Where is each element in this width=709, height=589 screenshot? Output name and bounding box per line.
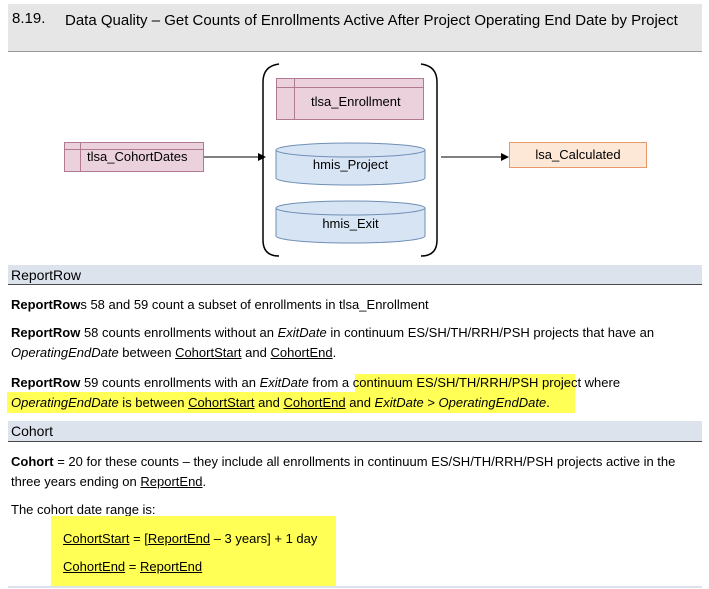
calculated-label: lsa_Calculated: [535, 147, 621, 162]
cohort-end-formula: CohortEnd = ReportEnd: [63, 559, 203, 574]
cohort-paragraph-1: Cohort = 20 for these counts – they incl…: [11, 454, 676, 489]
reportrow-heading: ReportRow: [8, 265, 702, 285]
input-arrow: [204, 153, 266, 161]
data-flow-diagram: tlsa_CohortDates tlsa_Enrollment hmis_Pr…: [0, 56, 709, 262]
reportrow-paragraph-2: ReportRow 58 counts enrollments without …: [11, 325, 655, 360]
cohort-start-formula: CohortStart = [ReportEnd – 3 years] + 1 …: [63, 531, 318, 546]
section-title: Data Quality – Get Counts of Enrollments…: [65, 12, 678, 29]
cohort-paragraph-2: The cohort date range is:: [11, 502, 156, 517]
cohort-dates-label: tlsa_CohortDates: [87, 149, 188, 164]
cohort-heading: Cohort: [8, 421, 702, 442]
highlight-cohort-range: [51, 516, 336, 588]
project-label: hmis_Project: [312, 157, 389, 172]
input-group-bracket: [262, 63, 438, 257]
calculated-table: lsa_Calculated: [509, 142, 647, 168]
exit-cylinder: [275, 200, 426, 244]
output-arrow: [441, 153, 509, 161]
section-number: 8.19.: [12, 10, 46, 27]
highlight-reportrow-59-top: [355, 374, 575, 394]
enrollment-label: tlsa_Enrollment: [311, 94, 401, 109]
reportrow-paragraph-1: ReportRows 58 and 59 count a subset of e…: [11, 297, 429, 312]
enrollment-table: tlsa_Enrollment: [276, 78, 424, 120]
reportrow-paragraph-3: ReportRow 59 counts enrollments with an …: [11, 375, 621, 410]
exit-label: hmis_Exit: [322, 216, 379, 231]
highlight-reportrow-59: [7, 392, 575, 413]
bottom-rule: [8, 586, 702, 588]
project-cylinder: [275, 142, 426, 186]
section-header: 8.19. Data Quality – Get Counts of Enrol…: [8, 4, 702, 52]
cohort-dates-table: tlsa_CohortDates: [64, 142, 204, 172]
